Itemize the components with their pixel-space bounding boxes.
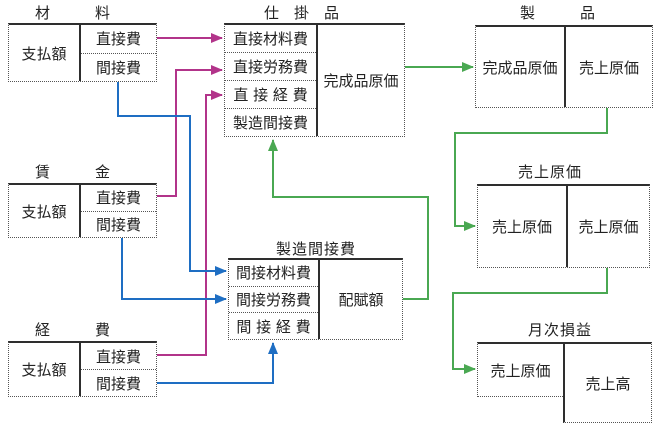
work-in-process-account: 直接材料費 直接労務費 直 接 経 費 製造間接費 完成品原価	[224, 23, 405, 137]
materials-title: 材料	[35, 4, 156, 22]
cos-left-cell: 売上原価	[491, 218, 552, 236]
materials-payment-cell: 支払額	[21, 44, 67, 63]
expenses-title: 経費	[35, 321, 156, 339]
cos-right-cell: 売上原価	[566, 186, 649, 267]
materials-direct-cell: 直接費	[81, 25, 156, 54]
moh-allocation-cell: 配賦額	[318, 260, 402, 339]
fg-cost-of-sales-cell: 売上原価	[564, 27, 652, 107]
moh-indirect-expenses-cell: 間 接 経 費	[236, 317, 311, 336]
wip-direct-labor-cell: 直接労務費	[225, 53, 316, 81]
work-in-process-cost-column: 直接材料費 直接労務費 直 接 経 費 製造間接費	[225, 25, 316, 136]
wip-manufacturing-overhead-cell: 製造間接費	[232, 114, 308, 132]
materials-indirect-cell: 間接費	[95, 58, 141, 77]
arrow-wages-direct-to-wip	[157, 65, 223, 197]
expenses-payment-cell: 支払額	[21, 361, 67, 379]
moh-cost-column: 間接材料費 間接労務費 間 接 経 費	[229, 260, 318, 339]
expenses-direct-cell: 直接費	[81, 343, 156, 370]
arrow-expenses-indirect-to-moh	[157, 342, 278, 384]
wip-direct-materials-cell: 直接材料費	[225, 25, 316, 53]
arrow-wages-indirect-to-moh	[121, 238, 227, 304]
wages-cost-column: 直接費 間接費	[79, 185, 156, 237]
expenses-indirect-cell: 間接費	[95, 374, 141, 393]
arrow-expenses-direct-to-wip	[157, 90, 223, 356]
mpl-sales-cell: 売上高	[563, 342, 652, 423]
mpl-cost-of-sales-cell: 売上原価	[477, 342, 563, 397]
moh-indirect-labor-cell: 間接労務費	[229, 287, 318, 314]
manufacturing-overhead-account: 間接材料費 間接労務費 間 接 経 費 配賦額	[228, 258, 403, 340]
materials-account: 支払額 直接費 間接費	[8, 23, 157, 82]
wip-direct-expenses-cell: 直 接 経 費	[225, 81, 316, 109]
finished-goods-title: 製品	[520, 4, 641, 22]
fg-finished-cost-cell: 完成品原価	[482, 58, 558, 77]
wip-finished-cost-cell: 完成品原価	[316, 25, 404, 136]
finished-goods-account: 完成品原価 売上原価	[475, 25, 653, 108]
wages-indirect-cell: 間接費	[95, 215, 141, 234]
materials-cost-column: 直接費 間接費	[79, 25, 156, 81]
manufacturing-overhead-title: 製造間接費	[276, 240, 357, 258]
wages-direct-cell: 直接費	[81, 185, 156, 212]
work-in-process-title: 仕掛品	[264, 4, 355, 22]
moh-indirect-materials-cell: 間接材料費	[229, 260, 318, 287]
wages-title: 賃金	[35, 163, 156, 181]
wages-payment-cell: 支払額	[21, 202, 67, 221]
cost-of-sales-account: 売上原価 売上原価	[477, 184, 650, 268]
wages-account: 支払額 直接費 間接費	[8, 183, 157, 238]
expenses-account: 支払額 直接費 間接費	[8, 341, 157, 397]
cost-of-sales-title: 売上原価	[518, 163, 583, 181]
monthly-pl-title: 月次損益	[528, 321, 593, 339]
expenses-cost-column: 直接費 間接費	[79, 343, 156, 396]
